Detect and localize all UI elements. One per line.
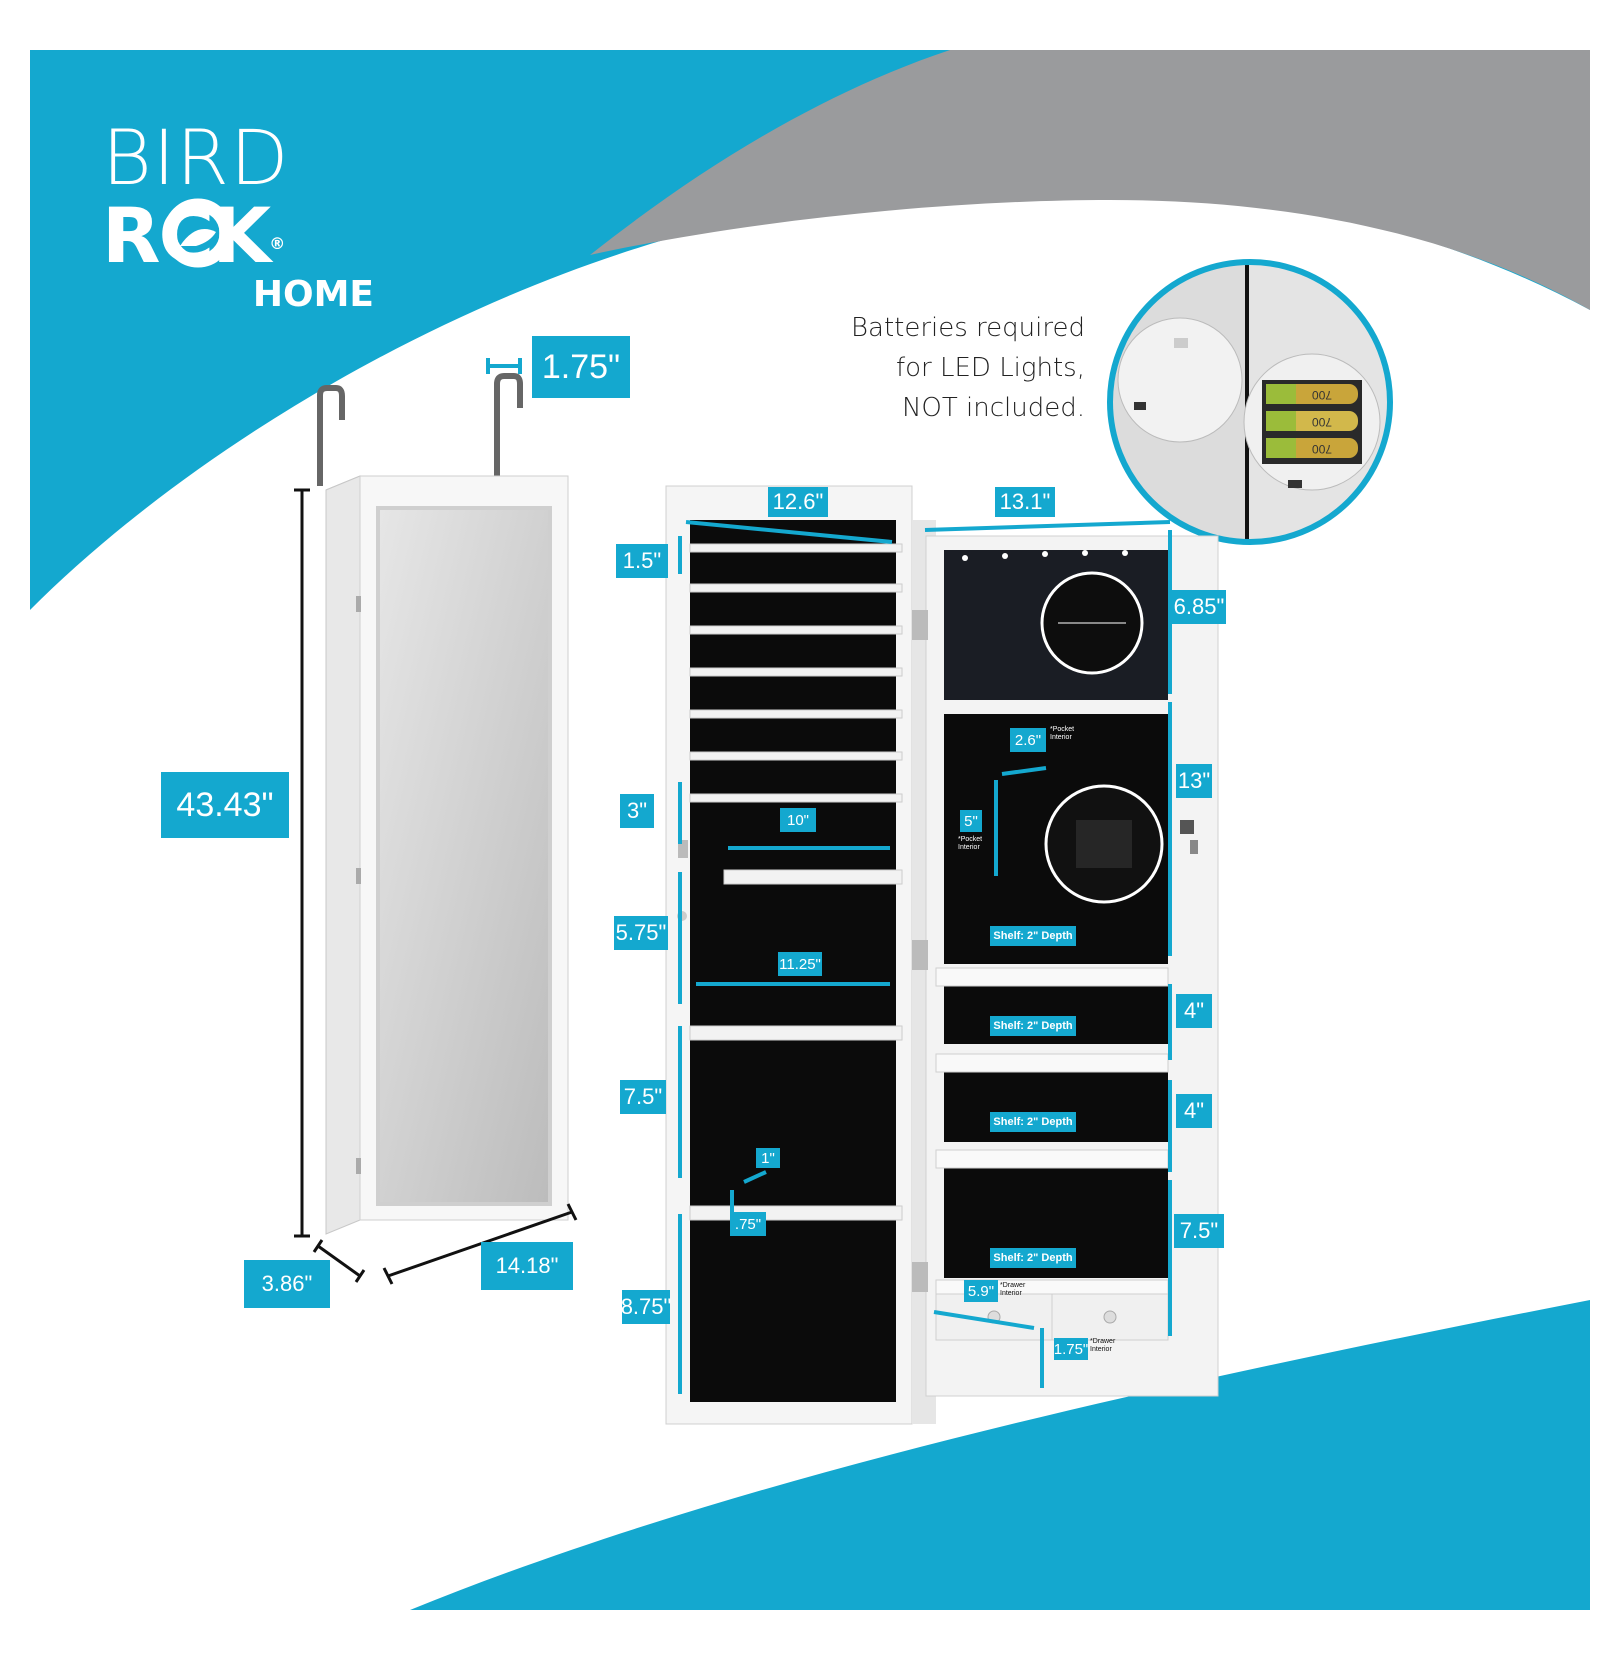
pocket-section-label: 13" xyxy=(1176,764,1212,798)
battery-note: Batteries required for LED Lights, NOT i… xyxy=(750,308,1085,428)
spacing-575-label: 5.75" xyxy=(614,916,668,950)
battery-cell-label: 700 xyxy=(1312,442,1332,456)
bar-10-label: 10" xyxy=(780,808,816,832)
brand-line-home: HOME xyxy=(252,274,374,315)
total-height-label: 43.43" xyxy=(161,772,289,838)
battery-cell-label: 700 xyxy=(1312,415,1332,429)
battery-cell-label: 700 xyxy=(1312,388,1332,402)
pocket-width-label: 2.6" xyxy=(1010,728,1046,752)
shelf-depth-label: Shelf: 2" Depth xyxy=(990,1112,1076,1132)
hook-1-label: 1" xyxy=(756,1148,780,1168)
depth-label: 3.86" xyxy=(244,1260,330,1308)
drawer-width-label: 5.9" xyxy=(964,1280,998,1302)
hook-075-label: .75" xyxy=(730,1212,766,1236)
drawer-height-label: 1.75" xyxy=(1054,1338,1088,1360)
hook-depth-label: 1.75" xyxy=(532,336,630,398)
width-label: 14.18" xyxy=(481,1242,573,1290)
shelf-depth-label: Shelf: 2" Depth xyxy=(990,1248,1076,1268)
drawer-interior-note: *Drawer Interior xyxy=(1090,1338,1116,1353)
door-width-label: 12.6" xyxy=(768,487,828,517)
closed-cabinet-illustration xyxy=(294,358,578,1285)
pocket-interior-note: *Pocket Interior xyxy=(1050,726,1075,741)
registered-mark: ® xyxy=(269,234,286,253)
pocket-interior-note: *Pocket Interior xyxy=(958,836,983,851)
spacing-875-label: 8.75" xyxy=(621,1290,671,1324)
shelf-depth-label: Shelf: 2" Depth xyxy=(990,1016,1076,1036)
cabinet-width-label: 13.1" xyxy=(995,487,1055,517)
top-spacing-label: 1.5" xyxy=(616,544,668,578)
pocket-height-label: 5" xyxy=(960,810,982,832)
spacing-3-label: 3" xyxy=(620,794,654,828)
led-height-label: 6.85" xyxy=(1172,590,1226,624)
shelf-spacing-2-label: 4" xyxy=(1176,1094,1212,1128)
drawer-interior-note: *Drawer Interior xyxy=(1000,1282,1026,1297)
product-image: BIRD RCK® HOME xyxy=(30,50,1590,1610)
left-spacing-75-label: 7.5" xyxy=(620,1080,666,1114)
battery-detail-circle: 700 700 700 xyxy=(1107,259,1393,545)
battery-note-line3: NOT included. xyxy=(901,393,1085,423)
battery-note-line2: for LED Lights, xyxy=(895,353,1085,383)
open-cabinet-illustration xyxy=(665,485,1219,1425)
bar-1125-label: 11.25" xyxy=(778,952,822,976)
brand-line-bird: BIRD xyxy=(102,113,290,202)
shelf-spacing-1-label: 4" xyxy=(1176,994,1212,1028)
bottom-spacing-label: 7.5" xyxy=(1174,1214,1224,1248)
battery-note-line1: Batteries required xyxy=(851,313,1085,343)
shelf-depth-label: Shelf: 2" Depth xyxy=(990,926,1076,946)
